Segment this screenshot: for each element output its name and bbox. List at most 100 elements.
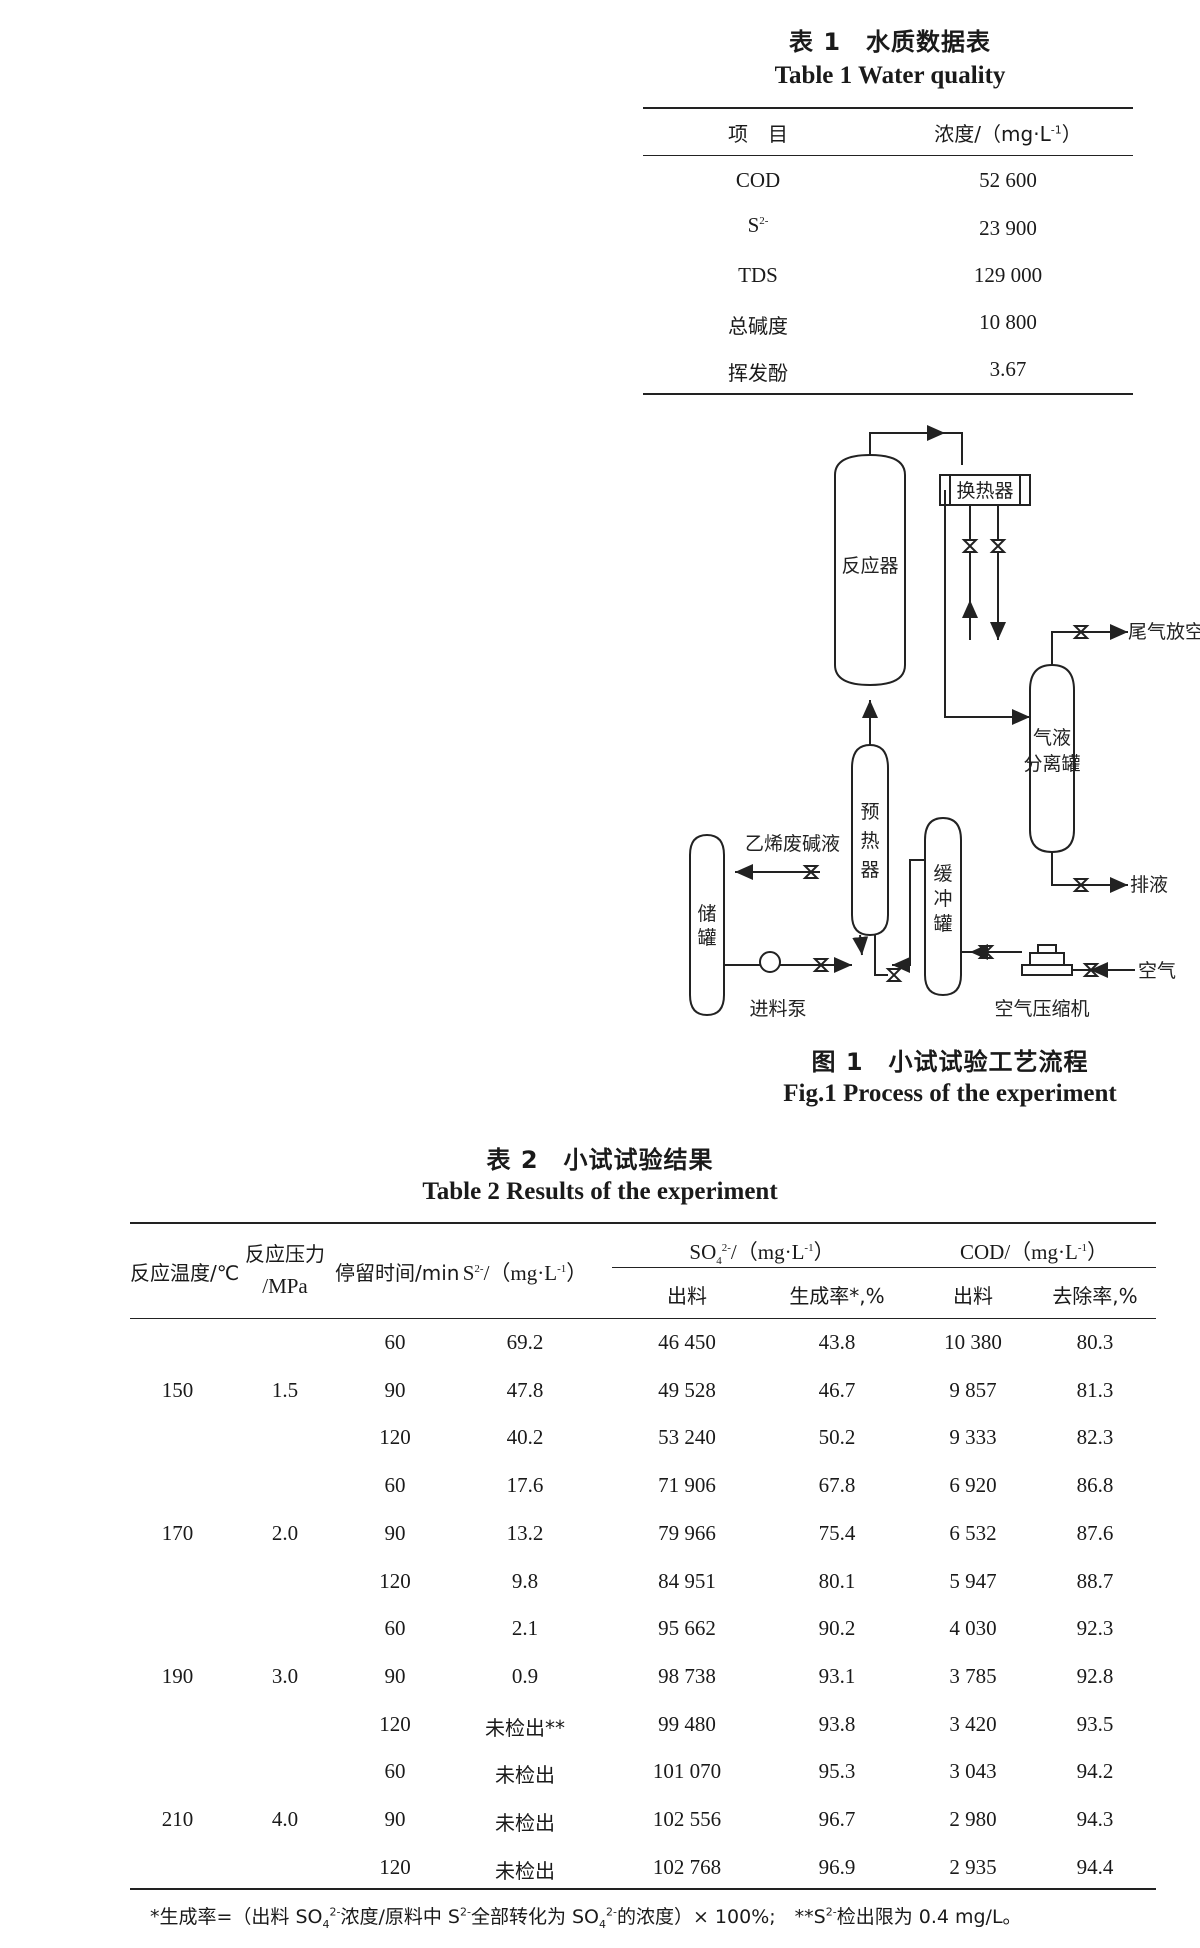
table1-row-value: 52 600 <box>979 168 1037 192</box>
table2-cell-cod-out: 9 333 <box>949 1425 997 1450</box>
table2-cell-so4-out: 53 240 <box>658 1425 716 1450</box>
table1-caption-en: Table 1 Water quality <box>774 62 1006 89</box>
table2-cell-so4-rate: 96.9 <box>818 1854 856 1879</box>
table2-cell-time: 60 <box>384 1473 406 1498</box>
table2-group-pressure: 1.5 <box>271 1378 299 1402</box>
buffer-label-3: 罐 <box>933 913 952 935</box>
table2-cell-so4-out: 102 556 <box>652 1807 722 1831</box>
table2-cell-time: 120 <box>379 1425 411 1450</box>
spent-caustic-label: 乙烯废碱液 <box>745 833 840 855</box>
table2-cell-so4-out: 98 738 <box>658 1663 716 1688</box>
heat-exchanger-label: 换热器 <box>956 480 1013 502</box>
table2-header-cod: COD/（mg·L-1） <box>960 1240 1108 1264</box>
table2-cell-cod-out: 2 980 <box>949 1807 997 1831</box>
table2-group-pressure: 4.0 <box>271 1807 299 1831</box>
table2-cell-s2: 9.8 <box>511 1568 539 1593</box>
table2-cell-cod-out: 6 920 <box>949 1473 997 1498</box>
table2-cell-cod-out: 5 947 <box>949 1568 997 1593</box>
table1-row-value: 10 800 <box>979 310 1037 334</box>
table2-cell-time: 60 <box>384 1330 406 1354</box>
table1-top-rule <box>643 107 1133 109</box>
table2-cell-time: 90 <box>384 1520 406 1545</box>
table2-cell-cod-rate: 81.3 <box>1076 1377 1114 1402</box>
reactor-vessel <box>834 453 906 687</box>
table2-cell-so4-rate: 95.3 <box>818 1759 856 1784</box>
table2-cell-time: 120 <box>379 1854 411 1879</box>
table1-header-rule <box>643 155 1133 156</box>
table2-header-temp: 反应温度/℃ <box>130 1261 240 1285</box>
table2-cell-cod-rate: 87.6 <box>1076 1520 1114 1545</box>
table2-cell-s2: 未检出** <box>485 1715 565 1740</box>
table2-cell-cod-out: 3 420 <box>949 1711 997 1736</box>
table2-header-so4: SO42-/（mg·L-1） <box>689 1240 835 1268</box>
table2-cell-so4-out: 95 662 <box>658 1616 716 1641</box>
table2-cell-time: 120 <box>379 1568 411 1593</box>
process-flow-diagram: 反应器 换热器 尾气放空 气液 分离罐 排液 预 热 器 乙烯废碱液 储 罐 进… <box>689 425 1200 1020</box>
table2-header-pressure: 反应压力 <box>245 1242 325 1266</box>
air-compressor <box>1021 944 1073 976</box>
table2-group-temp: 210 <box>161 1807 194 1831</box>
separator-label-1: 气液 <box>1033 727 1071 749</box>
table2-cell-cod-out: 9 857 <box>949 1377 997 1402</box>
table2-footnote: *生成率=（出料 SO42-浓度/原料中 S2-全部转化为 SO42-的浓度）×… <box>150 1905 1022 1931</box>
table2-bottom-rule <box>130 1888 1156 1890</box>
table2-cell-cod-rate: 94.2 <box>1076 1759 1114 1784</box>
feed-pump <box>759 951 781 973</box>
table2-cell-time: 60 <box>384 1759 406 1784</box>
table2-cell-so4-out: 79 966 <box>658 1520 716 1545</box>
storage-tank <box>689 833 725 1017</box>
table1-header-item: 项 目 <box>728 122 788 146</box>
table2-cell-s2: 69.2 <box>506 1330 544 1354</box>
table2-cell-s2: 未检出 <box>495 1763 555 1788</box>
table2-cell-cod-out: 2 935 <box>949 1854 997 1879</box>
table1-header-conc: 浓度/（mg·L-1） <box>934 122 1082 146</box>
buffer-label-1: 缓 <box>933 863 952 885</box>
table2-cell-s2: 2.1 <box>511 1616 539 1641</box>
table2-cell-so4-rate: 43.8 <box>818 1330 856 1354</box>
table1-row-label: S2- <box>747 213 769 237</box>
storage-label-2: 罐 <box>697 927 716 949</box>
table1-row-value: 23 900 <box>979 216 1037 240</box>
table2-cell-so4-out: 84 951 <box>658 1568 716 1593</box>
table2-group-temp: 190 <box>161 1664 194 1688</box>
table2-cell-cod-rate: 86.8 <box>1076 1473 1114 1498</box>
figure1-caption-cn: 图 1 小试试验工艺流程 <box>811 1048 1089 1076</box>
heat-exchanger <box>939 474 1031 506</box>
separator-label-2: 分离罐 <box>1023 753 1080 775</box>
table2-cell-so4-out: 49 528 <box>658 1377 716 1402</box>
table1-row-label: TDS <box>738 263 778 287</box>
table2-cell-cod-rate: 80.3 <box>1076 1330 1114 1354</box>
table2-cell-cod-rate: 88.7 <box>1076 1568 1114 1593</box>
reactor-top-pipe <box>869 432 958 455</box>
table2-cell-cod-rate: 82.3 <box>1076 1425 1114 1450</box>
table1-row-value: 129 000 <box>973 263 1043 287</box>
table2-cell-cod-out: 10 380 <box>944 1330 1002 1354</box>
table2-cell-s2: 未检出 <box>495 1858 555 1883</box>
drain-label: 排液 <box>1130 874 1168 896</box>
table2-group-pressure: 3.0 <box>271 1664 299 1688</box>
table2-cell-s2: 未检出 <box>495 1811 555 1835</box>
figure1-caption-en: Fig.1 Process of the experiment <box>783 1080 1117 1107</box>
table2-cell-cod-out: 3 043 <box>949 1759 997 1784</box>
table2-cell-s2: 40.2 <box>506 1425 544 1450</box>
table2-cell-time: 90 <box>384 1377 406 1402</box>
table2-caption-cn: 表 2 小试试验结果 <box>486 1146 714 1174</box>
table1-caption-cn: 表 1 水质数据表 <box>788 28 992 56</box>
table2-header-s2: S2-/（mg·L-1） <box>462 1261 588 1285</box>
table2-cell-s2: 13.2 <box>506 1520 544 1545</box>
table2-header-so4-rate: 生成率*,% <box>789 1284 885 1308</box>
table1-row-label: 总碱度 <box>728 314 788 338</box>
table2-cell-so4-out: 99 480 <box>658 1711 716 1736</box>
table2-cell-so4-rate: 96.7 <box>818 1807 856 1831</box>
table2-cell-so4-out: 102 768 <box>652 1854 722 1879</box>
table2-cell-cod-out: 4 030 <box>949 1616 997 1641</box>
table2-cell-so4-out: 101 070 <box>652 1759 722 1784</box>
table2-cell-so4-rate: 93.8 <box>818 1711 856 1736</box>
table2-cell-cod-out: 6 532 <box>949 1520 997 1545</box>
table1-bottom-rule <box>643 393 1133 395</box>
table2-subheader-rule <box>612 1267 1156 1268</box>
reactor-label: 反应器 <box>841 555 898 577</box>
table2-cell-s2: 47.8 <box>506 1377 544 1402</box>
table2-cell-cod-rate: 93.5 <box>1076 1711 1114 1736</box>
table2-header-rule <box>130 1318 1156 1319</box>
